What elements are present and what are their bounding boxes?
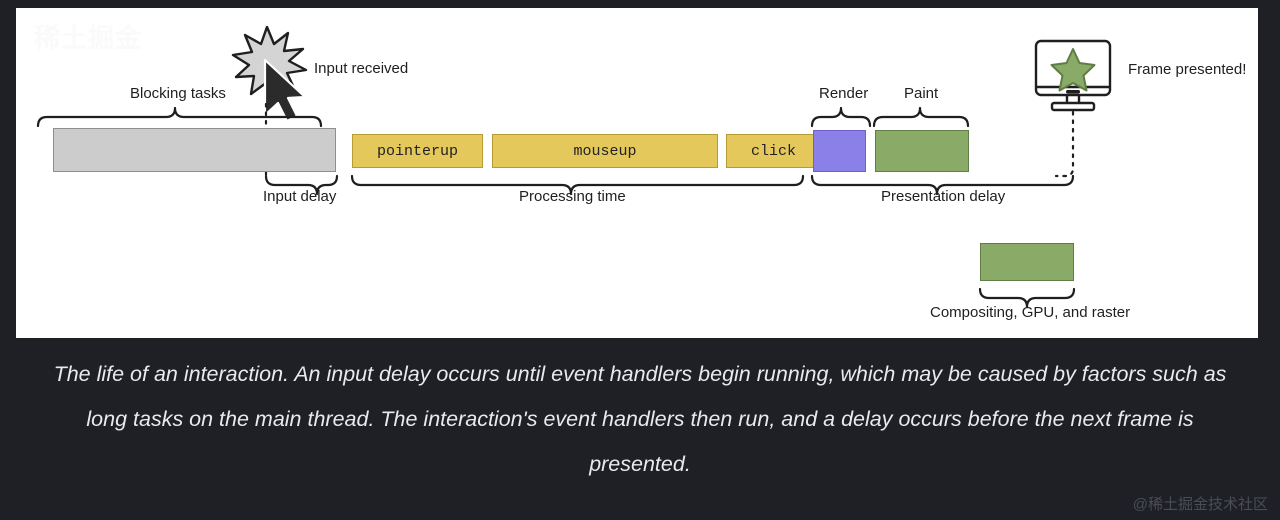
label-render: Render	[819, 85, 869, 102]
diagram-vector-layer: .brace { fill:none; stroke:#1f1f1f; stro…	[36, 25, 1112, 309]
brace-processing-time	[350, 174, 805, 196]
timeline-box-compositing[interactable]	[980, 243, 1074, 281]
label-frame-presented: Frame presented!	[1128, 61, 1247, 78]
label-presentation-delay: Presentation delay	[881, 188, 1006, 205]
timeline-box-pointerup[interactable]	[352, 134, 483, 168]
label-compositing: Compositing, GPU, and raster	[930, 304, 1131, 321]
brace-compositing	[978, 287, 1076, 309]
brace-paint	[872, 106, 970, 128]
frame-presented-dotted-line	[1054, 110, 1075, 178]
timeline-box-click[interactable]	[726, 134, 821, 168]
label-blocking-tasks: Blocking tasks	[130, 85, 226, 102]
timeline-box-pointerup-label: pointerup	[376, 142, 458, 160]
label-input-delay: Input delay	[263, 188, 337, 205]
brace-render	[810, 106, 872, 128]
watermark-bottom-right: @稀土掘金技术社区	[1132, 496, 1268, 513]
monitor-icon	[1034, 39, 1112, 112]
label-input-received: Input received	[314, 60, 409, 77]
figure-caption: The life of an interaction. An input del…	[53, 362, 1227, 476]
timeline-box-mouseup[interactable]	[492, 134, 718, 168]
label-paint: Paint	[904, 85, 939, 102]
mouse-cursor-icon	[263, 58, 307, 123]
timeline-box-render[interactable]	[813, 130, 866, 172]
diagram-panel: 稀土掘金 .brace { fill:none; stroke:#1f1f1f;…	[16, 8, 1258, 338]
timeline-box-mouseup-label: mouseup	[573, 142, 637, 160]
brace-blocking-tasks	[36, 106, 323, 128]
timeline-box-paint[interactable]	[875, 130, 969, 172]
label-processing-time: Processing time	[519, 188, 626, 205]
brace-input-delay	[264, 174, 339, 196]
watermark-top-left: 稀土掘金	[34, 23, 143, 53]
timeline-box-blocking-tasks[interactable]	[53, 128, 336, 172]
timeline-box-click-label: click	[750, 142, 796, 160]
brace-presentation-delay	[810, 174, 1075, 196]
